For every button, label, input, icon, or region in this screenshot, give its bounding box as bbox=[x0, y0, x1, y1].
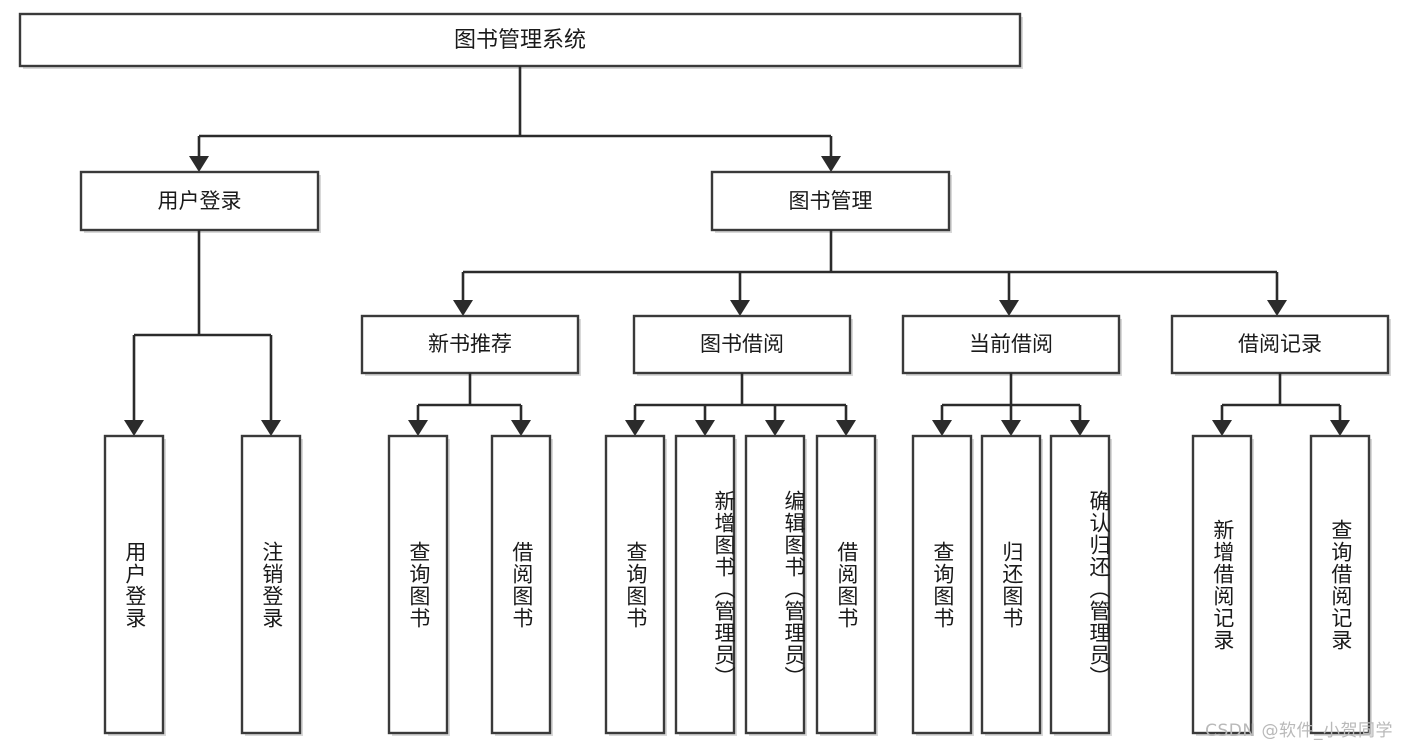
leaf-box-leaf-add-book[interactable] bbox=[674, 434, 737, 736]
node-book-borrow-label: 图书借阅 bbox=[700, 332, 784, 356]
arrowhead-leaf-query-record bbox=[1330, 420, 1350, 436]
leaf-box-leaf-add-record[interactable] bbox=[1191, 434, 1254, 736]
leaf-box-leaf-logout[interactable] bbox=[240, 434, 303, 736]
arrowhead-current-borrow bbox=[999, 300, 1019, 316]
node-new-book-rec-label: 新书推荐 bbox=[428, 332, 512, 356]
leaf-box-leaf-borrow-book-2[interactable] bbox=[815, 434, 878, 736]
node-user-login-label: 用户登录 bbox=[158, 189, 242, 213]
leaf-box-leaf-query-record[interactable] bbox=[1309, 434, 1372, 736]
leaf-box-leaf-borrow-book-1[interactable] bbox=[490, 434, 553, 736]
arrowhead-user-login bbox=[189, 156, 209, 172]
arrowhead-leaf-borrow-book-2 bbox=[836, 420, 856, 436]
arrowhead-borrow-record bbox=[1267, 300, 1287, 316]
node-root-label: 图书管理系统 bbox=[454, 28, 586, 53]
node-book-manage[interactable]: 图书管理 bbox=[710, 170, 952, 233]
arrowhead-leaf-return-book bbox=[1001, 420, 1021, 436]
arrowhead-leaf-confirm-return bbox=[1070, 420, 1090, 436]
arrowhead-leaf-add-record bbox=[1212, 420, 1232, 436]
watermark-text: CSDN @软件_小贺同学 bbox=[1205, 721, 1393, 741]
arrowhead-leaf-logout bbox=[261, 420, 281, 436]
arrowhead-new-book-rec bbox=[453, 300, 473, 316]
leaf-box-leaf-edit-book[interactable] bbox=[744, 434, 807, 736]
arrowhead-book-borrow bbox=[730, 300, 750, 316]
node-current-borrow-label: 当前借阅 bbox=[969, 332, 1053, 356]
leaf-box-leaf-query-book-1[interactable] bbox=[387, 434, 450, 736]
arrowhead-leaf-query-book-3 bbox=[932, 420, 952, 436]
node-borrow-record[interactable]: 借阅记录 bbox=[1170, 314, 1391, 376]
node-user-login[interactable]: 用户登录 bbox=[79, 170, 321, 233]
node-root[interactable]: 图书管理系统 bbox=[18, 12, 1023, 69]
leaf-box-leaf-query-book-3[interactable] bbox=[911, 434, 974, 736]
arrowhead-book-manage bbox=[821, 156, 841, 172]
arrowhead-leaf-borrow-book-1 bbox=[511, 420, 531, 436]
arrowhead-leaf-add-book bbox=[695, 420, 715, 436]
arrowhead-leaf-user-login bbox=[124, 420, 144, 436]
node-borrow-record-label: 借阅记录 bbox=[1238, 332, 1322, 356]
leaf-box-leaf-query-book-2[interactable] bbox=[604, 434, 667, 736]
leaf-box-leaf-confirm-return[interactable] bbox=[1049, 434, 1112, 736]
node-book-manage-label: 图书管理 bbox=[789, 189, 873, 213]
leaf-box-leaf-return-book[interactable] bbox=[980, 434, 1043, 736]
node-current-borrow[interactable]: 当前借阅 bbox=[901, 314, 1122, 376]
arrowhead-leaf-query-book-1 bbox=[408, 420, 428, 436]
node-new-book-rec[interactable]: 新书推荐 bbox=[360, 314, 581, 376]
arrowhead-leaf-edit-book bbox=[765, 420, 785, 436]
arrowhead-leaf-query-book-2 bbox=[625, 420, 645, 436]
leaf-box-leaf-user-login[interactable] bbox=[103, 434, 166, 736]
node-book-borrow[interactable]: 图书借阅 bbox=[632, 314, 853, 376]
